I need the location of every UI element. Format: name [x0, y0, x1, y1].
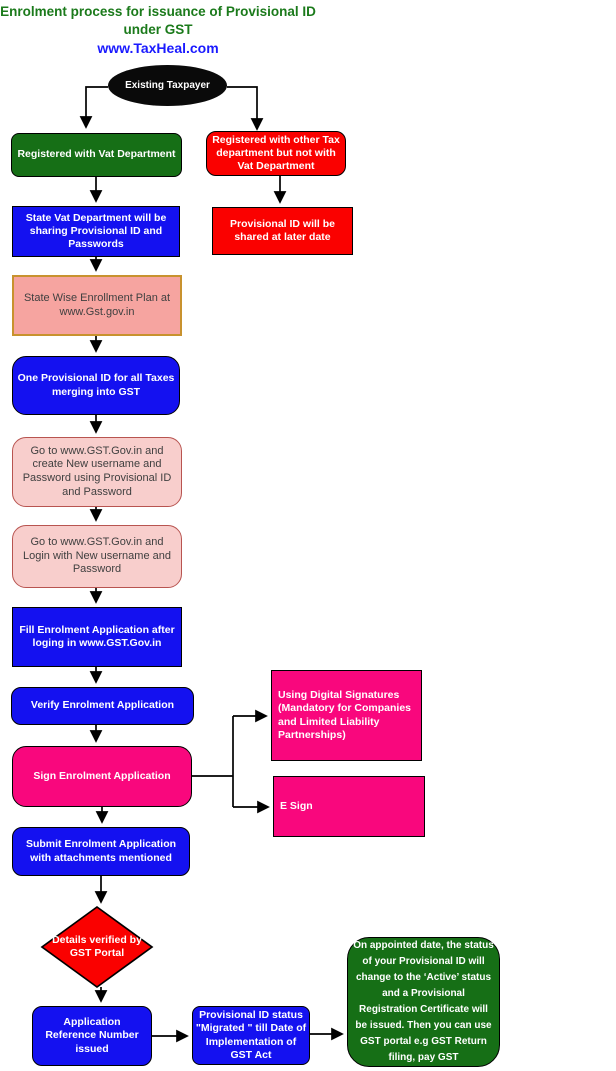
node-registered-with-vat: Registered with Vat Department [11, 133, 182, 177]
node-details-verified: Details verified by GST Portal [52, 934, 142, 959]
decision-diamond [40, 905, 154, 989]
node-fill-application: Fill Enrolment Application after loging … [12, 607, 182, 667]
title-line-2: under GST [123, 22, 193, 37]
page-title: Enrolment process for issuance of Provis… [0, 3, 316, 57]
node-existing-taxpayer: Existing Taxpayer [108, 65, 227, 106]
node-active-status: On appointed date, the status of your Pr… [347, 937, 500, 1067]
node-digital-signatures: Using Digital Signatures (Mandatory for … [271, 670, 422, 761]
website-link: www.TaxHeal.com [97, 40, 219, 56]
node-e-sign: E Sign [273, 776, 425, 837]
connector-start-to-other [227, 86, 264, 131]
node-state-wise-plan: State Wise Enrollment Plan at www.Gst.go… [12, 275, 182, 336]
node-registered-other-tax: Registered with other Tax department but… [206, 131, 346, 176]
connector-start-to-vat [79, 86, 108, 129]
node-verify-application: Verify Enrolment Application [11, 687, 194, 725]
node-sign-application: Sign Enrolment Application [12, 746, 192, 807]
node-arn-issued: Application Reference Number issued [32, 1006, 152, 1066]
node-state-vat-sharing: State Vat Department will be sharing Pro… [12, 206, 180, 257]
node-one-provisional-id: One Provisional ID for all Taxes merging… [12, 356, 180, 415]
node-submit-application: Submit Enrolment Application with attach… [12, 827, 190, 876]
node-create-username: Go to www.GST.Gov.in and create New user… [12, 437, 182, 507]
title-line-1: Enrolment process for issuance of Provis… [0, 4, 316, 19]
node-migrated-status: Provisional ID status "Migrated " till D… [192, 1006, 310, 1065]
node-provisional-id-later: Provisional ID will be shared at later d… [212, 207, 353, 255]
node-login-new-username: Go to www.GST.Gov.in and Login with New … [12, 525, 182, 588]
